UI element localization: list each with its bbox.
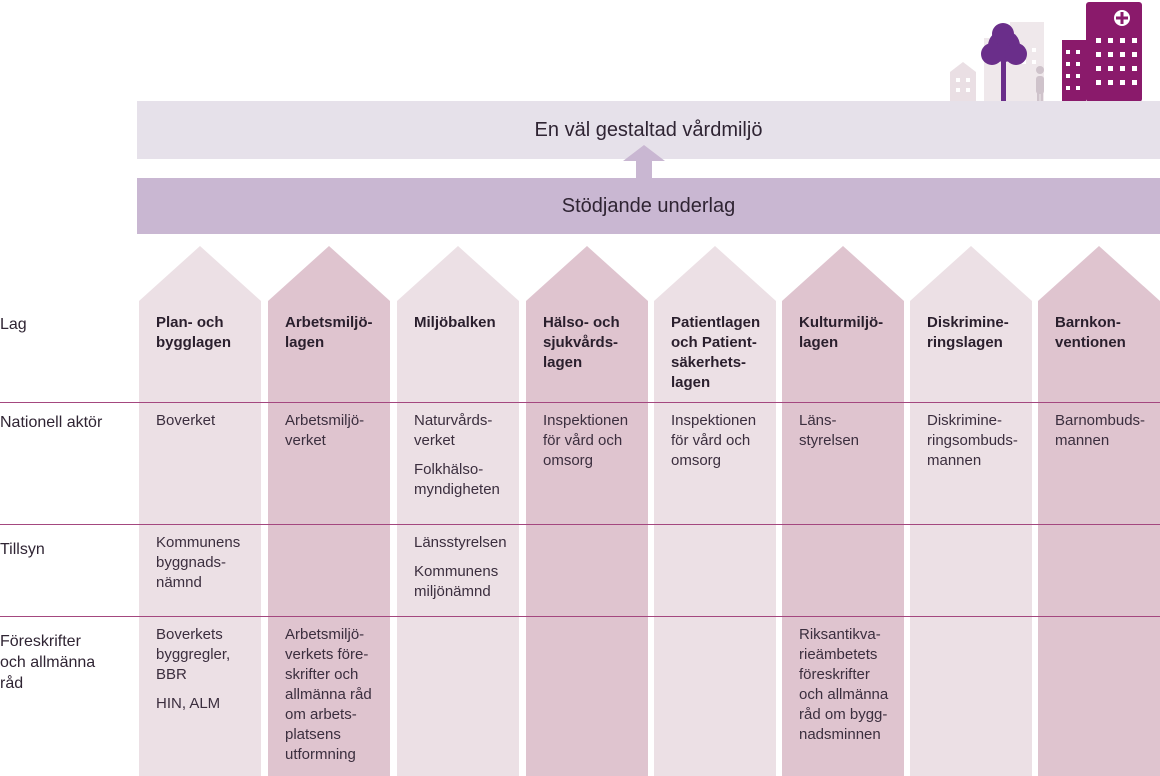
law-name: Arbetsmiljö- lagen [285,314,373,351]
row-label-tillsyn: Tillsyn [0,541,45,558]
cell-entry: Folkhälso- myndigheten [414,461,500,498]
divider-line [0,524,1160,525]
support-text: Stödjande underlag [561,194,736,217]
cell-entry: Diskrimine- ringsombuds- mannen [927,412,1018,469]
column-arrow-shape [654,246,776,776]
law-name: Plan- och bygglagen [156,314,232,351]
row-label-lag: Lag [0,316,27,333]
column-arrow-shape [782,246,904,776]
person-icon [1036,66,1044,102]
law-name: Barnkon- ventionen [1055,314,1126,351]
national-actor-cell: Diskrimine- ringsombuds- mannen [927,411,1039,480]
cell-entry: Arbetsmiljö- verkets före- skrifter och … [285,626,372,763]
regulations-cell: Arbetsmiljö- verkets före- skrifter och … [285,625,397,774]
cell-entry: Boverket [156,412,216,429]
national-actor-cell: Arbetsmiljö- verket [285,411,397,460]
hospital-building-icon [1062,2,1142,102]
cell-entry: Inspektionen för vård och omsorg [543,412,629,469]
national-actor-cell: Barnombuds- mannen [1055,411,1160,460]
tree-icon [981,23,1027,102]
national-actor-cell: Läns- styrelsen [799,411,911,460]
law-name: Diskrimine- ringslagen [927,314,1009,351]
row-label-foreskrifter: Föreskrifter och allmänna råd [0,633,96,692]
cell-entry: Länsstyrelsen [414,534,507,551]
law-name: Kulturmiljö- lagen [799,314,884,351]
goal-banner: En väl gestaltad vårdmiljö [137,101,1160,159]
arrow-up-icon [623,145,665,179]
goal-text: En väl gestaltad vårdmiljö [534,118,763,141]
column-arrow-shape [1038,246,1160,776]
column-arrow-shape [910,246,1032,776]
divider-line [0,402,1160,403]
law-name: Miljöbalken [414,314,496,331]
law-name: Hälso- och sjukvårds- lagen [543,314,620,371]
column-arrow-shape [268,246,390,776]
column-arrow-shape [526,246,648,776]
national-actor-cell: Inspektionen för vård och omsorg [543,411,655,480]
row-label-nationell-aktor: Nationell aktör [0,414,103,431]
column-arrow-shape [397,246,519,776]
cell-entry: HIN, ALM [156,695,221,712]
regulations-cell: Boverkets byggregler, BBR HIN, ALM [156,625,268,723]
cell-entry: Kommunens byggnads- nämnd [156,534,241,591]
cell-entry: Kommunens miljönämnd [414,563,499,600]
divider-line [0,616,1160,617]
cell-entry: Inspektionen för vård och omsorg [671,412,757,469]
supervision-cell: Kommunens byggnads- nämnd [156,533,268,602]
cell-entry: Läns- styrelsen [799,412,860,449]
national-actor-cell: Inspektionen för vård och omsorg [671,411,783,480]
cell-entry: Riksantikva- rieämbetets föreskrifter oc… [799,626,889,743]
regulations-cell: Riksantikva- rieämbetets föreskrifter oc… [799,625,911,754]
support-banner: Stödjande underlag [137,178,1160,234]
cell-entry: Arbetsmiljö- verket [285,412,365,449]
hospital-illustration [950,2,1142,102]
law-column: Patientlagen och Patient- säkerhets- lag… [654,246,776,776]
cell-entry: Naturvårds- verket [414,412,493,449]
cell-entry: Barnombuds- mannen [1055,412,1146,449]
national-actor-cell: Boverket [156,411,268,440]
cell-entry: Boverkets byggregler, BBR [156,626,231,683]
column-arrow-shape [139,246,261,776]
law-name: Patientlagen och Patient- säkerhets- lag… [671,314,761,391]
